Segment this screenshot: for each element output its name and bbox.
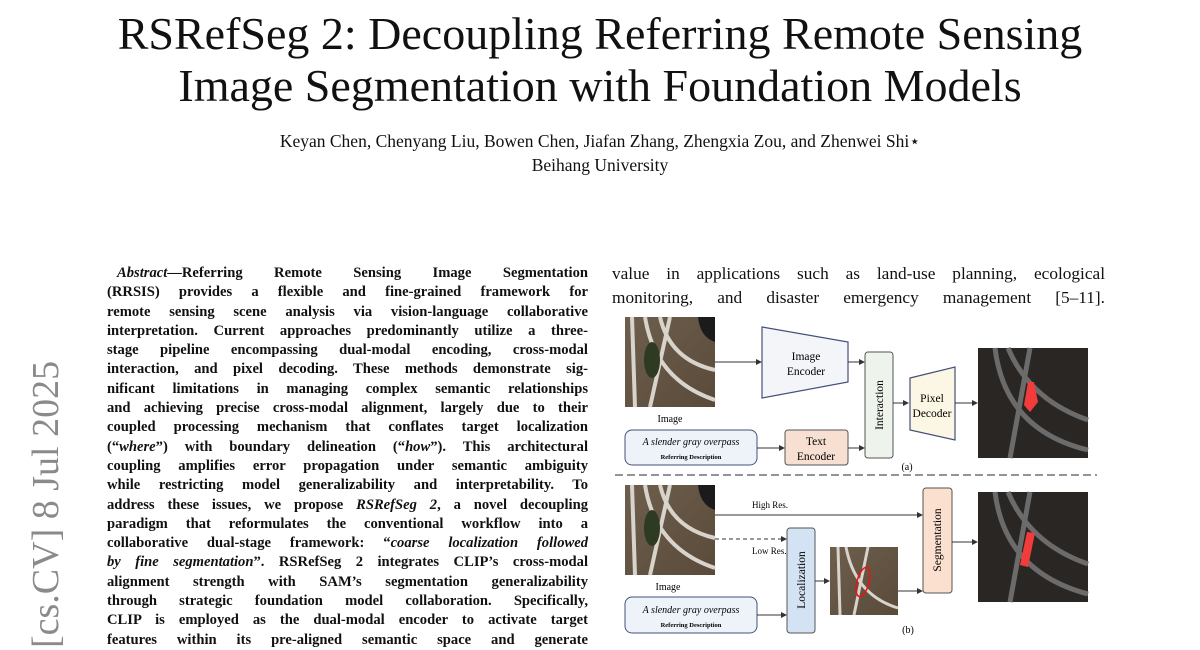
title-line-1: RSRefSeg 2: Decoupling Referring Remote … <box>117 8 1083 59</box>
image-encoder-label: Image <box>792 351 821 363</box>
abstract-text: interaction, and pixel decoding. These m… <box>107 361 588 378</box>
panel-b: Image High Res. Low Res. Localization Se… <box>624 484 1089 636</box>
image-encoder-label: Encoder <box>787 366 825 378</box>
abstract-line: interaction, and pixel decoding. These m… <box>107 360 588 379</box>
abstract-text: CLIP is employed as the dual-modal encod… <box>107 612 588 629</box>
localized-image <box>830 546 899 616</box>
abstract-text: stage pipeline encompassing dual-modal e… <box>107 342 588 359</box>
abstract-text: features within its pre-aligned semantic… <box>107 631 588 648</box>
abstract-line: Abstract—Referring Remote Sensing Image … <box>107 264 588 283</box>
abstract-text: , a novel decoupling <box>437 496 588 513</box>
abstract-line: through strategic foundation model colla… <box>107 592 588 611</box>
image-label: Image <box>658 414 684 425</box>
interaction-label: Interaction <box>874 380 886 430</box>
pixel-decoder-block <box>909 366 956 441</box>
output-mask-image <box>978 491 1089 603</box>
abstract-line: (“where”) with boundary delineation (“ho… <box>107 438 588 457</box>
abstract-text: address these issues, we propose <box>107 496 357 513</box>
affiliation: Beihang University <box>531 155 669 175</box>
text-encoder-label: Encoder <box>797 451 835 463</box>
figure-1: Image Image Encoder Interaction Pixel De… <box>615 316 1097 636</box>
abstract-line: paradigm that reformulates the conventio… <box>107 515 588 534</box>
abstract-text: while restricting model generalizability… <box>107 477 588 494</box>
abstract-text: collaborative dual-stage framework: “ <box>107 535 391 552</box>
abstract-text: (“ <box>107 438 120 455</box>
abstract-line: coupling amplifies error propagation und… <box>107 457 588 476</box>
abstract-emphasis: how <box>405 438 431 455</box>
author-block: Keyan Chen, Chenyang Liu, Bowen Chen, Ji… <box>0 129 1200 177</box>
abstract-text: through strategic foundation model colla… <box>107 593 588 610</box>
abstract-line: address these issues, we propose RSRefSe… <box>107 496 588 515</box>
pixel-decoder-label: Pixel <box>920 393 944 405</box>
abstract-text: alignment strength with SAM’s segmentati… <box>107 573 588 590</box>
abstract-line: interpretation. Current approaches predo… <box>107 322 588 341</box>
abstract-emphasis: Abstract <box>117 265 168 281</box>
abstract-text: and achieving precise cross-modal alignm… <box>107 400 588 417</box>
abstract-emphasis: by fine segmentation <box>107 554 254 571</box>
low-res-label: Low Res. <box>752 546 787 556</box>
abstract-line: collaborative dual-stage framework: “coa… <box>107 534 588 553</box>
panel-a: Image Image Encoder Interaction Pixel De… <box>624 316 1089 473</box>
arxiv-stamp: [cs.CV] 8 Jul 2025 <box>25 360 67 648</box>
abstract-text: ”. RSRefSeg 2 integrates CLIP’s cross-mo… <box>253 554 588 571</box>
abstract-line: alignment strength with SAM’s segmentati… <box>107 573 588 592</box>
abstract-line: features within its pre-aligned semantic… <box>107 631 588 650</box>
abstract-text: interpretation. Current approaches predo… <box>107 322 588 339</box>
abstract-line: and achieving precise cross-modal alignm… <box>107 399 588 418</box>
segmentation-label: Segmentation <box>932 508 944 571</box>
referring-text: A slender gray overpass <box>642 605 740 616</box>
abstract-text: paradigm that reformulates the conventio… <box>107 515 588 532</box>
body-line: monitoring, and disaster emergency manag… <box>612 288 1105 307</box>
aerial-image <box>625 316 716 408</box>
abstract-emphasis: coarse localization followed <box>390 535 588 552</box>
abstract-line: remote sensing scene analysis via vision… <box>107 303 588 322</box>
abstract-line: coupled processing mechanism that confla… <box>107 418 588 437</box>
caption-a: (a) <box>901 462 912 473</box>
caption-b: (b) <box>902 625 914 636</box>
paper-title: RSRefSeg 2: Decoupling Referring Remote … <box>0 8 1200 112</box>
referring-text: A slender gray overpass <box>642 437 740 448</box>
abstract-text: nificant limitations in managing complex… <box>107 380 588 397</box>
abstract-text: —Referring Remote Sensing Image Segmenta… <box>167 265 588 281</box>
abstract-emphasis: where <box>119 438 156 455</box>
abstract-line: (RRSIS) provides a flexible and fine-gra… <box>107 283 588 302</box>
interaction-block <box>864 351 894 459</box>
abstract: Abstract—Referring Remote Sensing Image … <box>107 264 588 650</box>
body-line: value in applications such as land-use p… <box>612 264 1105 283</box>
abstract-text: ”) with boundary delineation (“ <box>155 438 406 455</box>
referring-label: Referring Description <box>661 454 722 461</box>
aerial-image <box>625 484 716 576</box>
high-res-label: High Res. <box>752 500 788 510</box>
abstract-text: remote sensing scene analysis via vision… <box>107 303 588 320</box>
abstract-text: coupled processing mechanism that confla… <box>107 419 588 436</box>
abstract-text: (RRSIS) provides a flexible and fine-gra… <box>107 284 588 301</box>
localization-label: Localization <box>796 551 808 609</box>
segmentation-block <box>922 487 953 594</box>
referring-label: Referring Description <box>661 622 722 629</box>
output-mask-image <box>978 347 1089 459</box>
abstract-emphasis: RSRefSeg 2 <box>356 496 438 513</box>
abstract-line: while restricting model generalizability… <box>107 476 588 495</box>
abstract-line: nificant limitations in managing complex… <box>107 380 588 399</box>
abstract-text: coupling amplifies error propagation und… <box>107 457 588 474</box>
image-encoder-block <box>761 326 849 399</box>
image-label: Image <box>656 582 682 593</box>
abstract-line: stage pipeline encompassing dual-modal e… <box>107 341 588 360</box>
text-encoder-label: Text <box>806 436 827 448</box>
body-text: value in applications such as land-use p… <box>612 262 1105 310</box>
authors: Keyan Chen, Chenyang Liu, Bowen Chen, Ji… <box>279 131 921 151</box>
title-line-2: Image Segmentation with Foundation Model… <box>178 60 1022 111</box>
abstract-line: CLIP is employed as the dual-modal encod… <box>107 611 588 630</box>
abstract-text: ”). This architectural <box>430 438 589 455</box>
abstract-line: by fine segmentation”. RSRefSeg 2 integr… <box>107 553 588 572</box>
pixel-decoder-label: Decoder <box>913 408 952 420</box>
